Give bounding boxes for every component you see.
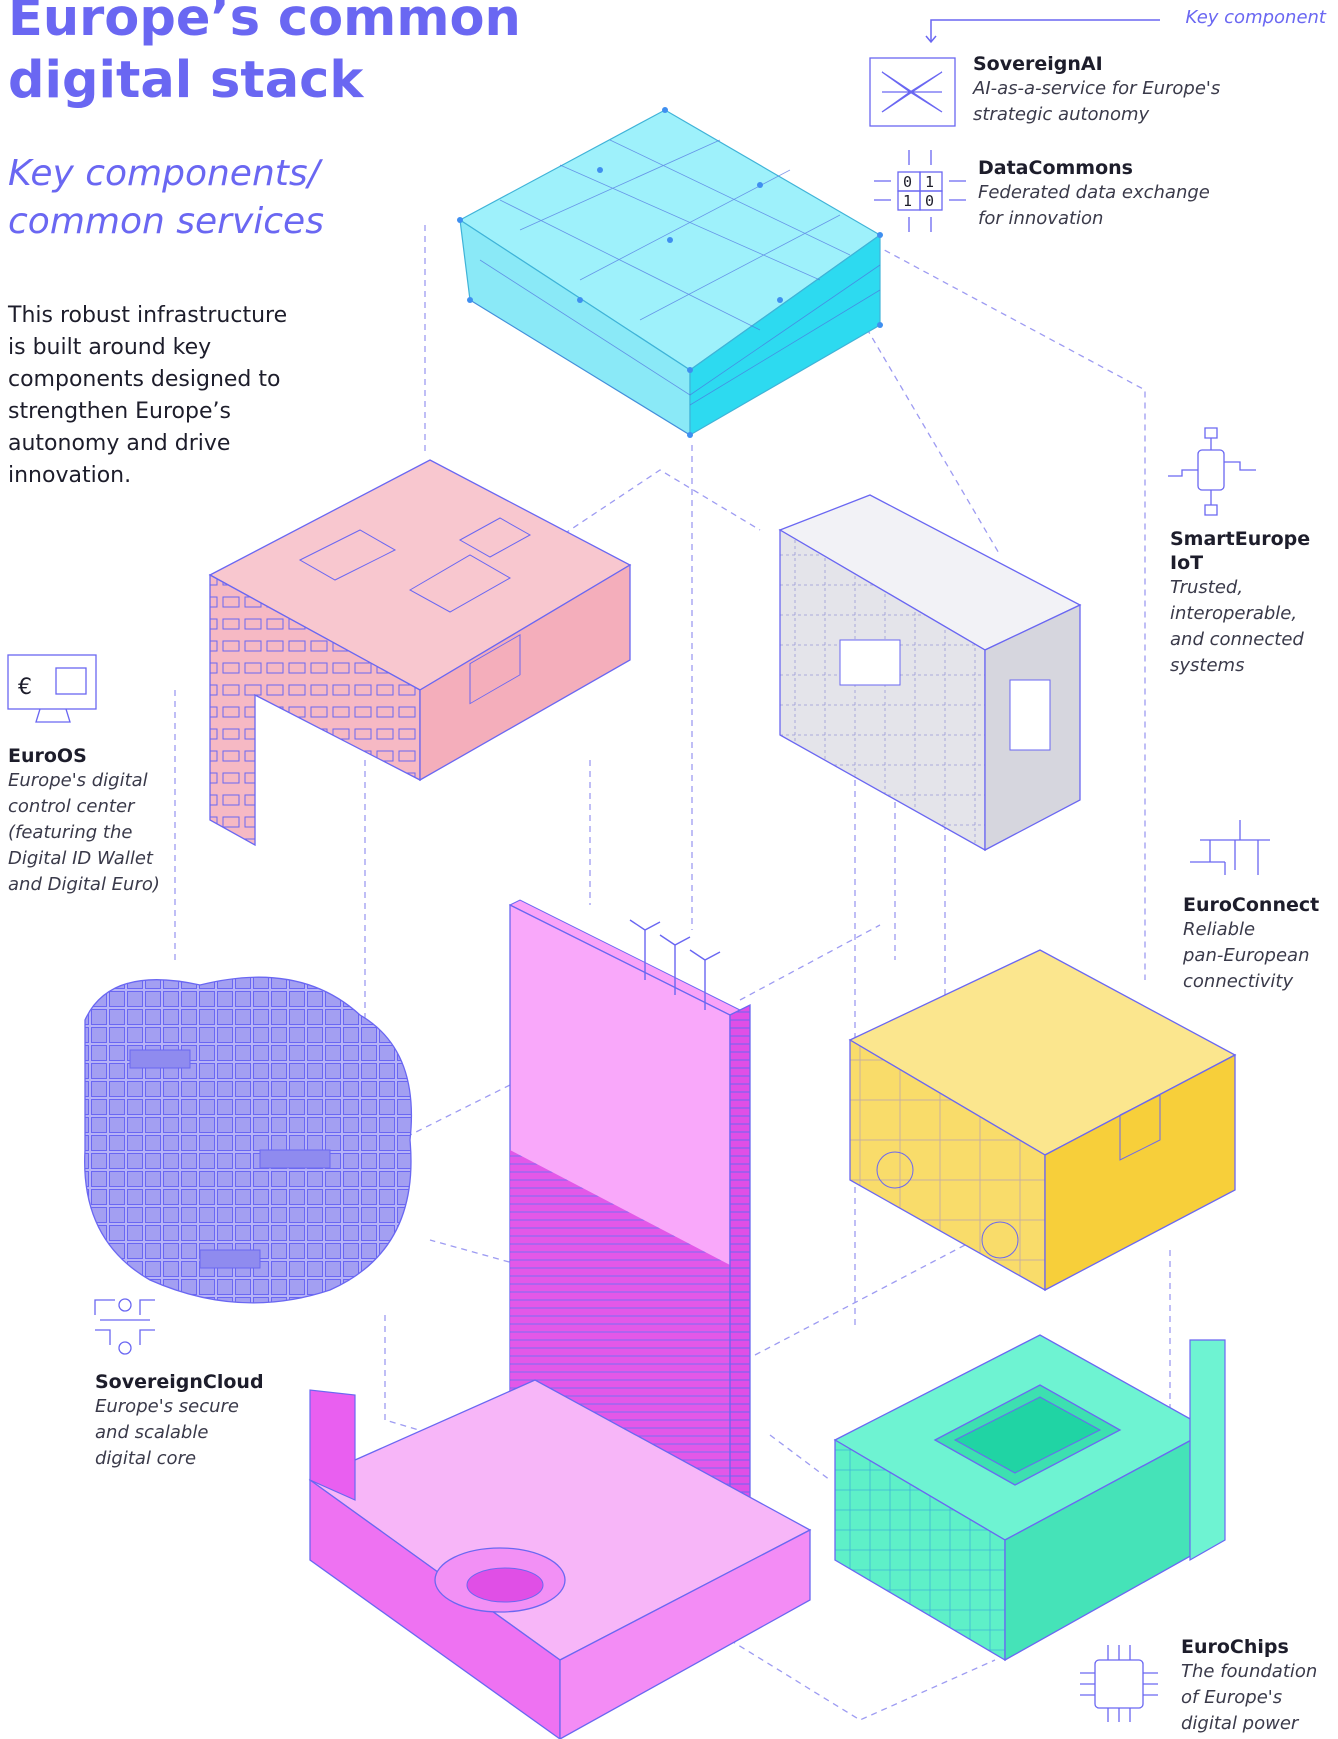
smart-europe-name-2: IoT (1170, 552, 1204, 574)
label-euro-os: EuroOS Europe's digital control center (… (8, 744, 160, 898)
bit-0-glyph: 0 (903, 173, 912, 191)
euro-connect-desc-1: Reliable (1183, 919, 1256, 940)
iot-sensor-icon (1168, 427, 1256, 516)
data-exchange-icon (874, 150, 966, 232)
euro-os-name: EuroOS (8, 745, 87, 767)
chips-board (833, 1334, 1226, 1662)
smart-europe-desc-2: interoperable, (1170, 603, 1298, 624)
euro-chips-desc-2: of Europe's (1181, 1687, 1283, 1708)
euro-connect-name: EuroConnect (1183, 894, 1320, 916)
subtitle-line-2: common services (8, 201, 324, 242)
euro-chips-desc-1: The foundation (1181, 1661, 1318, 1682)
sovereign-cloud-desc-2: and scalable (95, 1422, 209, 1443)
iot-box (778, 494, 1082, 852)
energy-tower (308, 899, 812, 1739)
euro-os-desc-1: Europe's digital (8, 770, 148, 791)
cloud-cluster (84, 976, 413, 1304)
sovereign-cloud-name: SovereignCloud (95, 1371, 264, 1393)
euro-connect-desc-2: pan-European (1183, 945, 1310, 966)
title-line-2: digital stack (8, 51, 364, 110)
euro-os-desc-4: Digital ID Wallet (8, 848, 153, 869)
legend-label: Key component (1185, 7, 1326, 28)
bit-1-glyph: 1 (925, 173, 934, 191)
sovereign-cloud-desc-3: digital core (95, 1448, 197, 1469)
title-line-1: Europe’s common (8, 0, 521, 48)
data-commons-desc-2: for innovation (978, 208, 1104, 229)
euro-chips-name: EuroChips (1181, 1636, 1289, 1658)
neural-network-icon (869, 57, 956, 127)
chip-icon (1080, 1645, 1158, 1722)
ai-data-layer (457, 107, 883, 438)
label-sovereign-cloud: SovereignCloud Europe's secure and scala… (95, 1370, 264, 1472)
digital-wallet-icon (7, 654, 97, 723)
smart-europe-name-1: SmartEurope (1170, 528, 1311, 550)
smart-europe-desc-3: and connected (1170, 629, 1304, 650)
sovereign-ai-desc-2: strategic autonomy (973, 104, 1150, 125)
intro-text: This robust infrastructure is built arou… (8, 303, 288, 488)
label-euro-chips: EuroChips The foundation of Europe's dig… (1181, 1635, 1317, 1737)
label-data-commons: DataCommons Federated data exchange for … (978, 156, 1210, 232)
smart-europe-desc-1: Trusted, (1170, 577, 1244, 598)
data-commons-name: DataCommons (978, 157, 1133, 179)
network-icon (1190, 820, 1270, 875)
euro-os-desc-5: and Digital Euro) (8, 874, 160, 895)
euro-os-desc-3: (featuring the (8, 822, 133, 843)
data-commons-desc-1: Federated data exchange (978, 182, 1210, 203)
smart-europe-desc-4: systems (1170, 655, 1245, 676)
euro-connect-desc-3: connectivity (1183, 971, 1294, 992)
sovereign-cloud-desc-1: Europe's secure (95, 1396, 239, 1417)
legend-arrow (930, 19, 1160, 42)
page-subtitle: Key components/ common services (8, 150, 324, 246)
bit-1b-glyph: 1 (903, 192, 912, 210)
sovereign-ai-name: SovereignAI (973, 53, 1103, 75)
connect-box (848, 949, 1237, 1292)
cloud-network-icon (94, 1298, 155, 1355)
euro-chips-desc-3: digital power (1181, 1713, 1299, 1734)
subtitle-line-1: Key components/ (8, 153, 320, 194)
label-euro-connect: EuroConnect Reliable pan-European connec… (1183, 893, 1319, 995)
bit-0b-glyph: 0 (925, 192, 934, 210)
sovereign-ai-desc-1: AI-as-a-service for Europe's (973, 78, 1221, 99)
control-center (208, 459, 632, 847)
euro-glyph: € (18, 675, 32, 700)
page-title: Europe’s common digital stack (8, 0, 521, 112)
label-sovereign-ai: SovereignAI AI-as-a-service for Europe's… (973, 52, 1220, 128)
euro-os-desc-2: control center (8, 796, 135, 817)
label-smart-europe: SmartEurope IoT Trusted, interoperable, … (1170, 527, 1310, 679)
